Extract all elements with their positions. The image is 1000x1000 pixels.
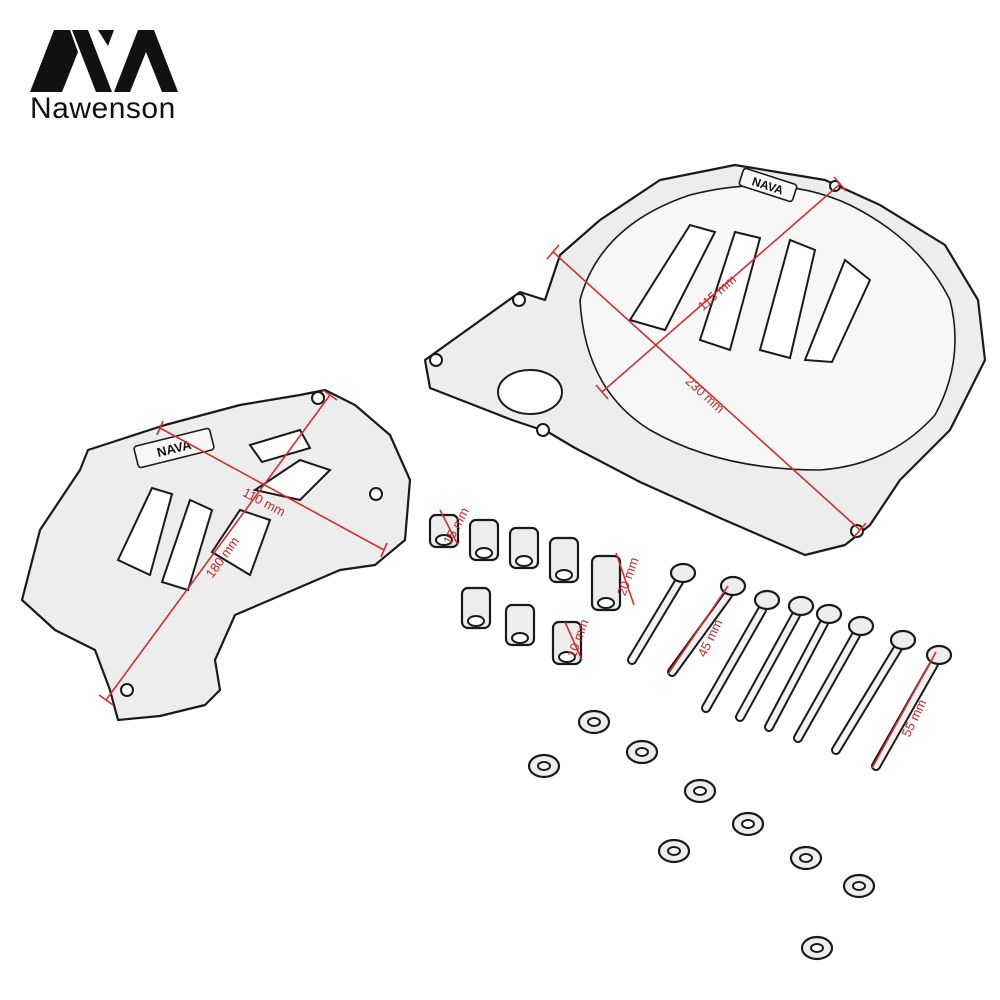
brand-logo [30, 30, 178, 92]
dimension-lines [98, 176, 937, 769]
brand-name: Nawenson [30, 92, 176, 125]
spacer [460, 586, 492, 630]
washer [527, 753, 561, 779]
washer [731, 811, 765, 837]
washer [800, 935, 834, 961]
small-sprocket-cover: NAVA [20, 388, 412, 722]
spacer [468, 518, 500, 562]
spacer [548, 536, 580, 584]
bolt [667, 575, 747, 677]
cover-mount-hole [497, 369, 563, 415]
bolt [735, 595, 815, 722]
spacer [508, 526, 540, 570]
bolt [793, 615, 875, 743]
bolt [831, 629, 917, 755]
large-sprocket-cover: NAVA [423, 163, 987, 557]
washer [625, 739, 659, 765]
bolts [627, 562, 953, 771]
spacer [428, 513, 460, 549]
bolt [764, 603, 843, 732]
washer [842, 873, 876, 899]
spacer [590, 554, 622, 612]
spacer [504, 603, 536, 647]
bolt [871, 644, 953, 771]
washer [577, 709, 611, 735]
washer [683, 778, 717, 804]
spacer [551, 620, 583, 666]
washer [789, 845, 823, 871]
bolt [701, 589, 781, 713]
washer [657, 838, 691, 864]
spacers [428, 513, 622, 666]
bolt [627, 562, 697, 665]
washers [527, 709, 876, 961]
